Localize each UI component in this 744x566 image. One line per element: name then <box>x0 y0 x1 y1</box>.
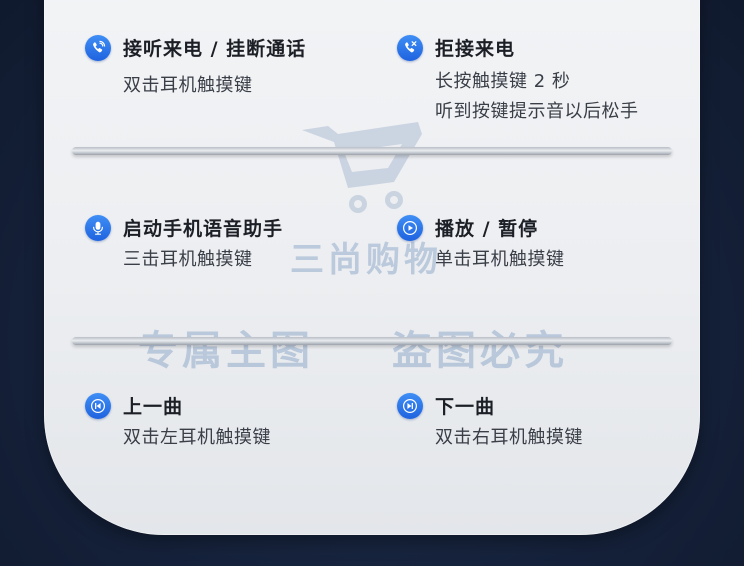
play-icon <box>397 214 423 241</box>
feature-reject-call: 拒接来电 长按触摸键 2 秒 听到按键提示音以后松手 <box>397 34 639 127</box>
feature-prev-track: 上一曲 双击左耳机触摸键 <box>85 392 271 453</box>
feature-voice-assistant: 启动手机语音助手 三击耳机触摸键 <box>85 214 283 275</box>
feature-title: 接听来电 / 挂断通话 <box>123 38 307 60</box>
instruction-card <box>44 0 700 535</box>
feature-desc: 双击耳机触摸键 <box>123 75 253 96</box>
phone-call-icon <box>85 34 111 61</box>
shopping-cart-watermark-icon <box>302 122 422 213</box>
feature-desc: 双击左耳机触摸键 <box>123 427 271 448</box>
feature-title: 上一曲 <box>123 396 184 418</box>
next-track-icon <box>397 392 423 419</box>
microphone-icon <box>85 214 111 241</box>
feature-title: 拒接来电 <box>435 38 516 60</box>
divider <box>72 147 672 155</box>
feature-title: 下一曲 <box>435 396 496 418</box>
watermark-right: 盗图必究 <box>392 328 568 374</box>
feature-answer-hangup: 接听来电 / 挂断通话 双击耳机触摸键 <box>85 34 306 101</box>
divider <box>72 337 672 345</box>
feature-desc: 单击耳机触摸键 <box>435 249 565 270</box>
feature-title: 启动手机语音助手 <box>123 218 284 240</box>
phone-reject-icon <box>397 34 423 61</box>
feature-desc-line-2: 听到按键提示音以后松手 <box>435 101 639 122</box>
feature-desc: 三击耳机触摸键 <box>123 249 253 270</box>
feature-next-track: 下一曲 双击右耳机触摸键 <box>397 392 583 453</box>
feature-desc-line-1: 长按触摸键 2 秒 <box>435 71 571 92</box>
feature-play-pause: 播放 / 暂停 单击耳机触摸键 <box>397 214 565 275</box>
watermark-left: 专属主图 <box>138 328 314 374</box>
feature-desc: 双击右耳机触摸键 <box>435 427 583 448</box>
watermark-brand: 三尚购物 <box>290 240 442 280</box>
previous-track-icon <box>85 392 111 419</box>
feature-title: 播放 / 暂停 <box>435 218 539 240</box>
